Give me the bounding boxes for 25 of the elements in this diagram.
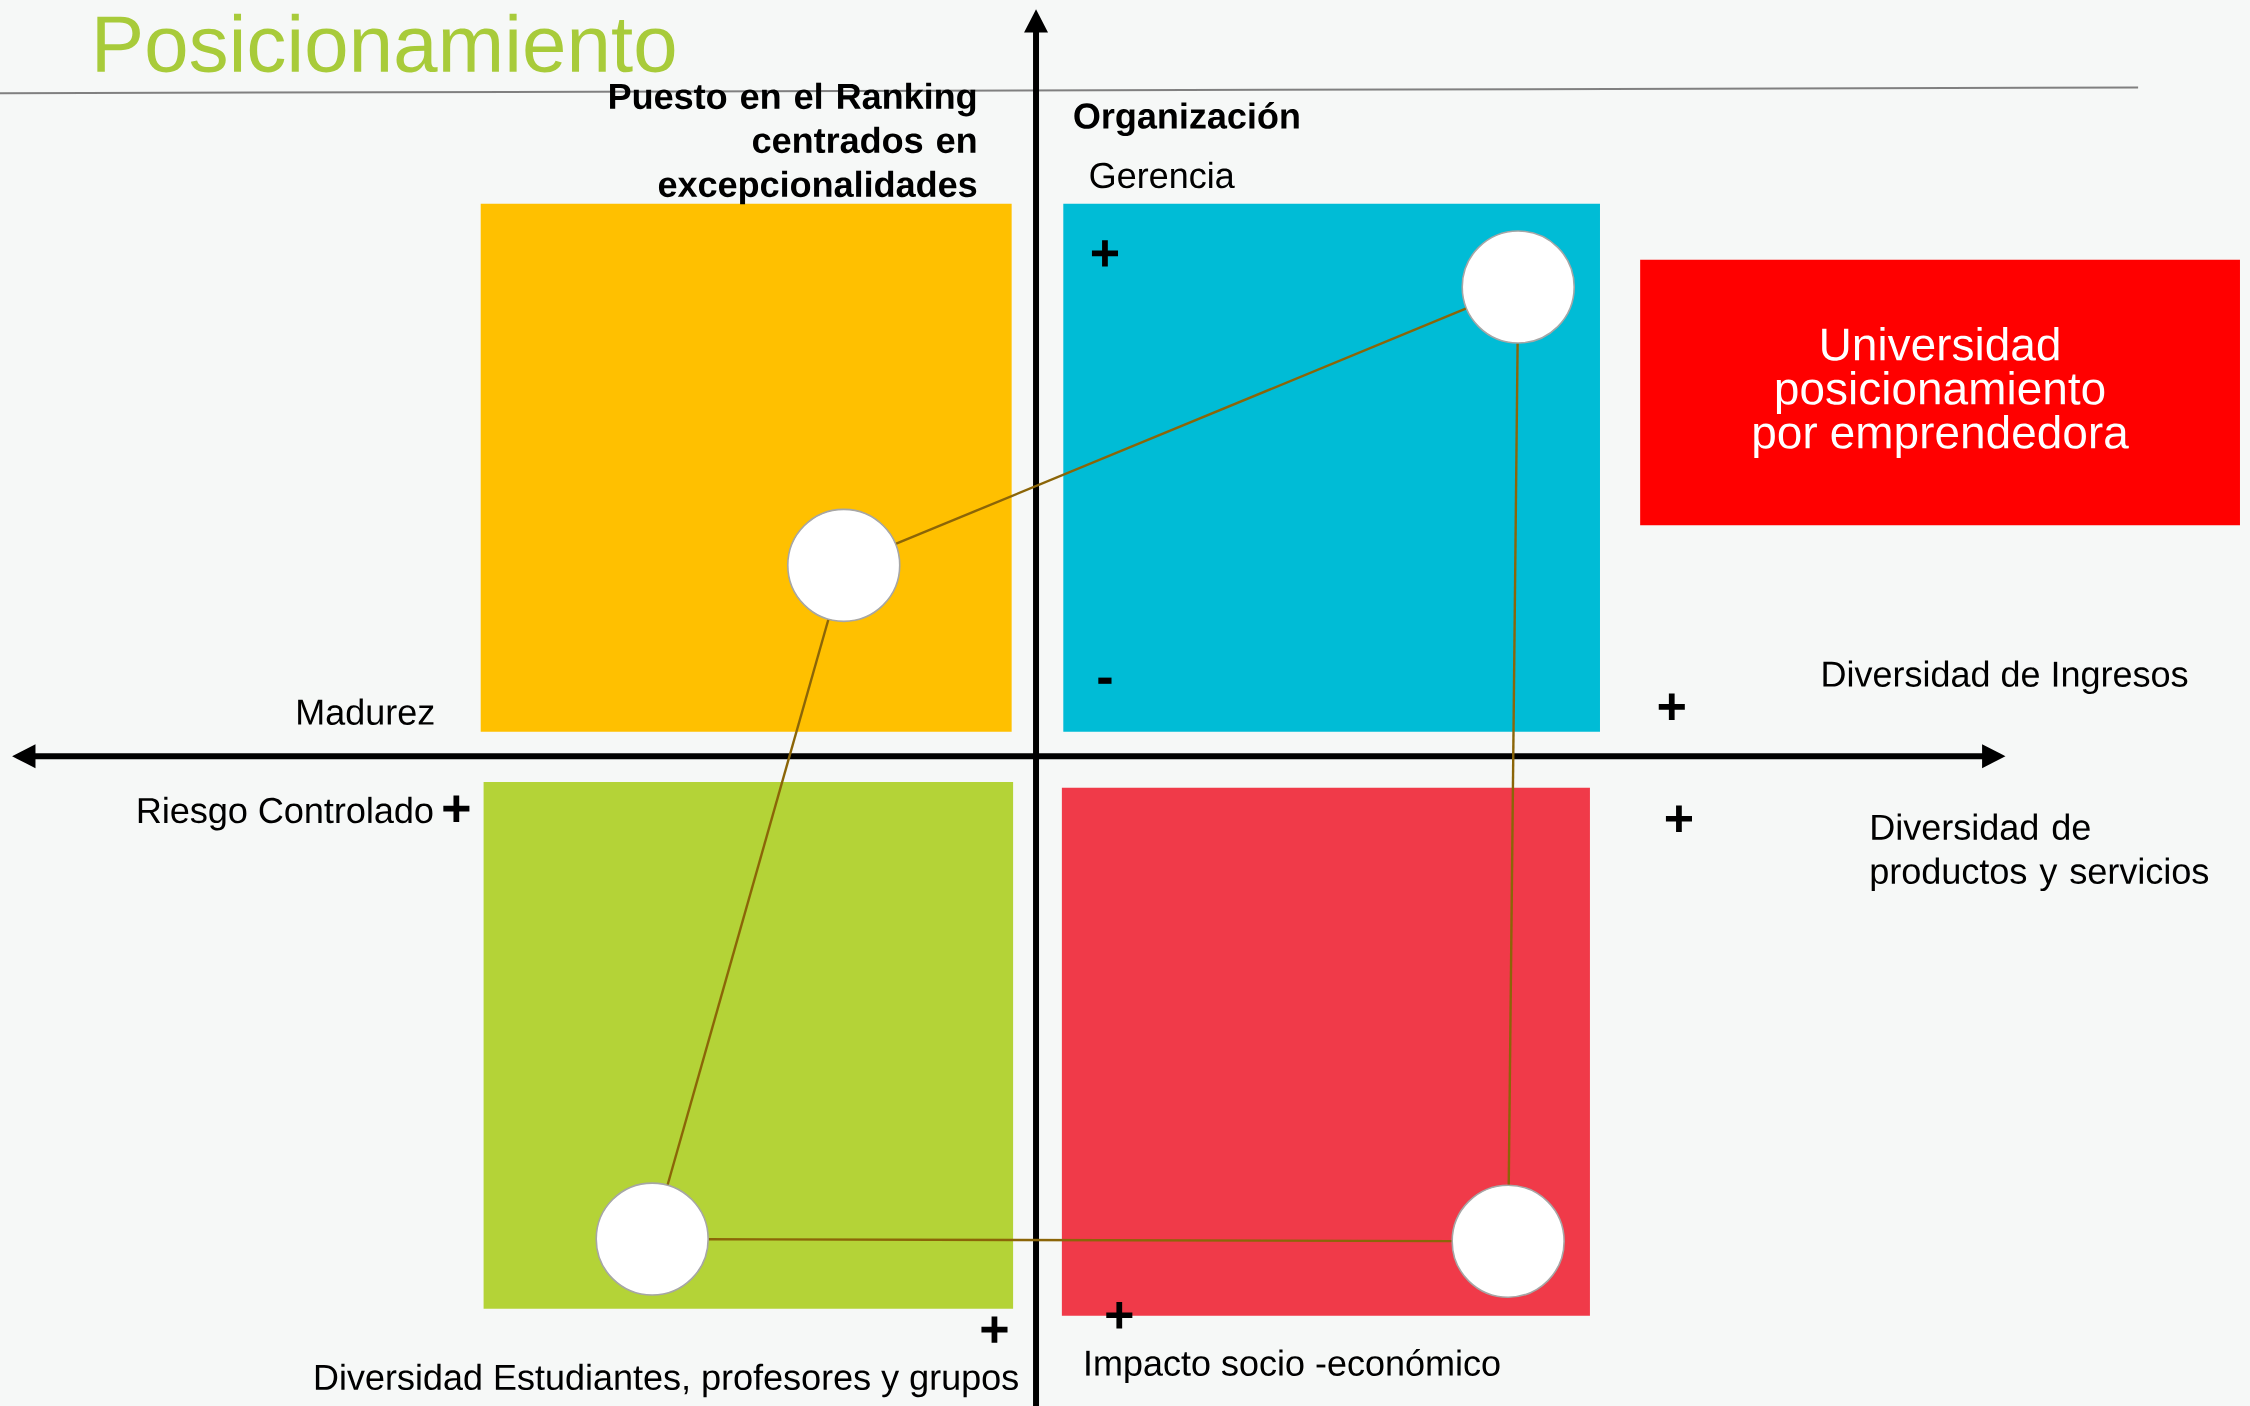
connector-line	[1507, 343, 1519, 1185]
title: Posicionamiento	[97, 13, 675, 73]
connector-line	[708, 1237, 1452, 1243]
quadrant-square	[483, 781, 1014, 1309]
axis-label: Puesto en el Ranking centrados en excepcionalidades	[610, 82, 977, 205]
axis-label: Diversidad de Ingresos	[1823, 660, 2188, 694]
axis-label: Riesgo Controlado	[138, 796, 433, 831]
sign-label: +	[1091, 240, 1118, 267]
sign-label: +	[1658, 693, 1685, 720]
sign-label: +	[1106, 1301, 1133, 1329]
axis-label: Diversidad Estudiantes, profesores y grupos	[315, 1363, 1018, 1398]
sign-label: +	[1665, 805, 1692, 832]
connector-line	[666, 619, 830, 1185]
axis-label: Diversidad de productos y servicios	[1871, 813, 2209, 891]
connector-line	[895, 307, 1467, 545]
axis-label: Impacto socio -económico	[1086, 1349, 1500, 1383]
title-box: Universidad posicionamiento por emprendedora	[1640, 259, 2240, 526]
sign-label: +	[443, 795, 470, 822]
quadrant-square	[1063, 203, 1600, 732]
axis-label: Organización	[1074, 101, 1299, 136]
axis-label: Madurez	[298, 698, 434, 725]
quadrant-square	[480, 203, 1012, 732]
axis-label: Gerencia	[1090, 161, 1235, 189]
sign-label: +	[981, 1316, 1008, 1343]
sign-label: -	[1098, 677, 1112, 684]
